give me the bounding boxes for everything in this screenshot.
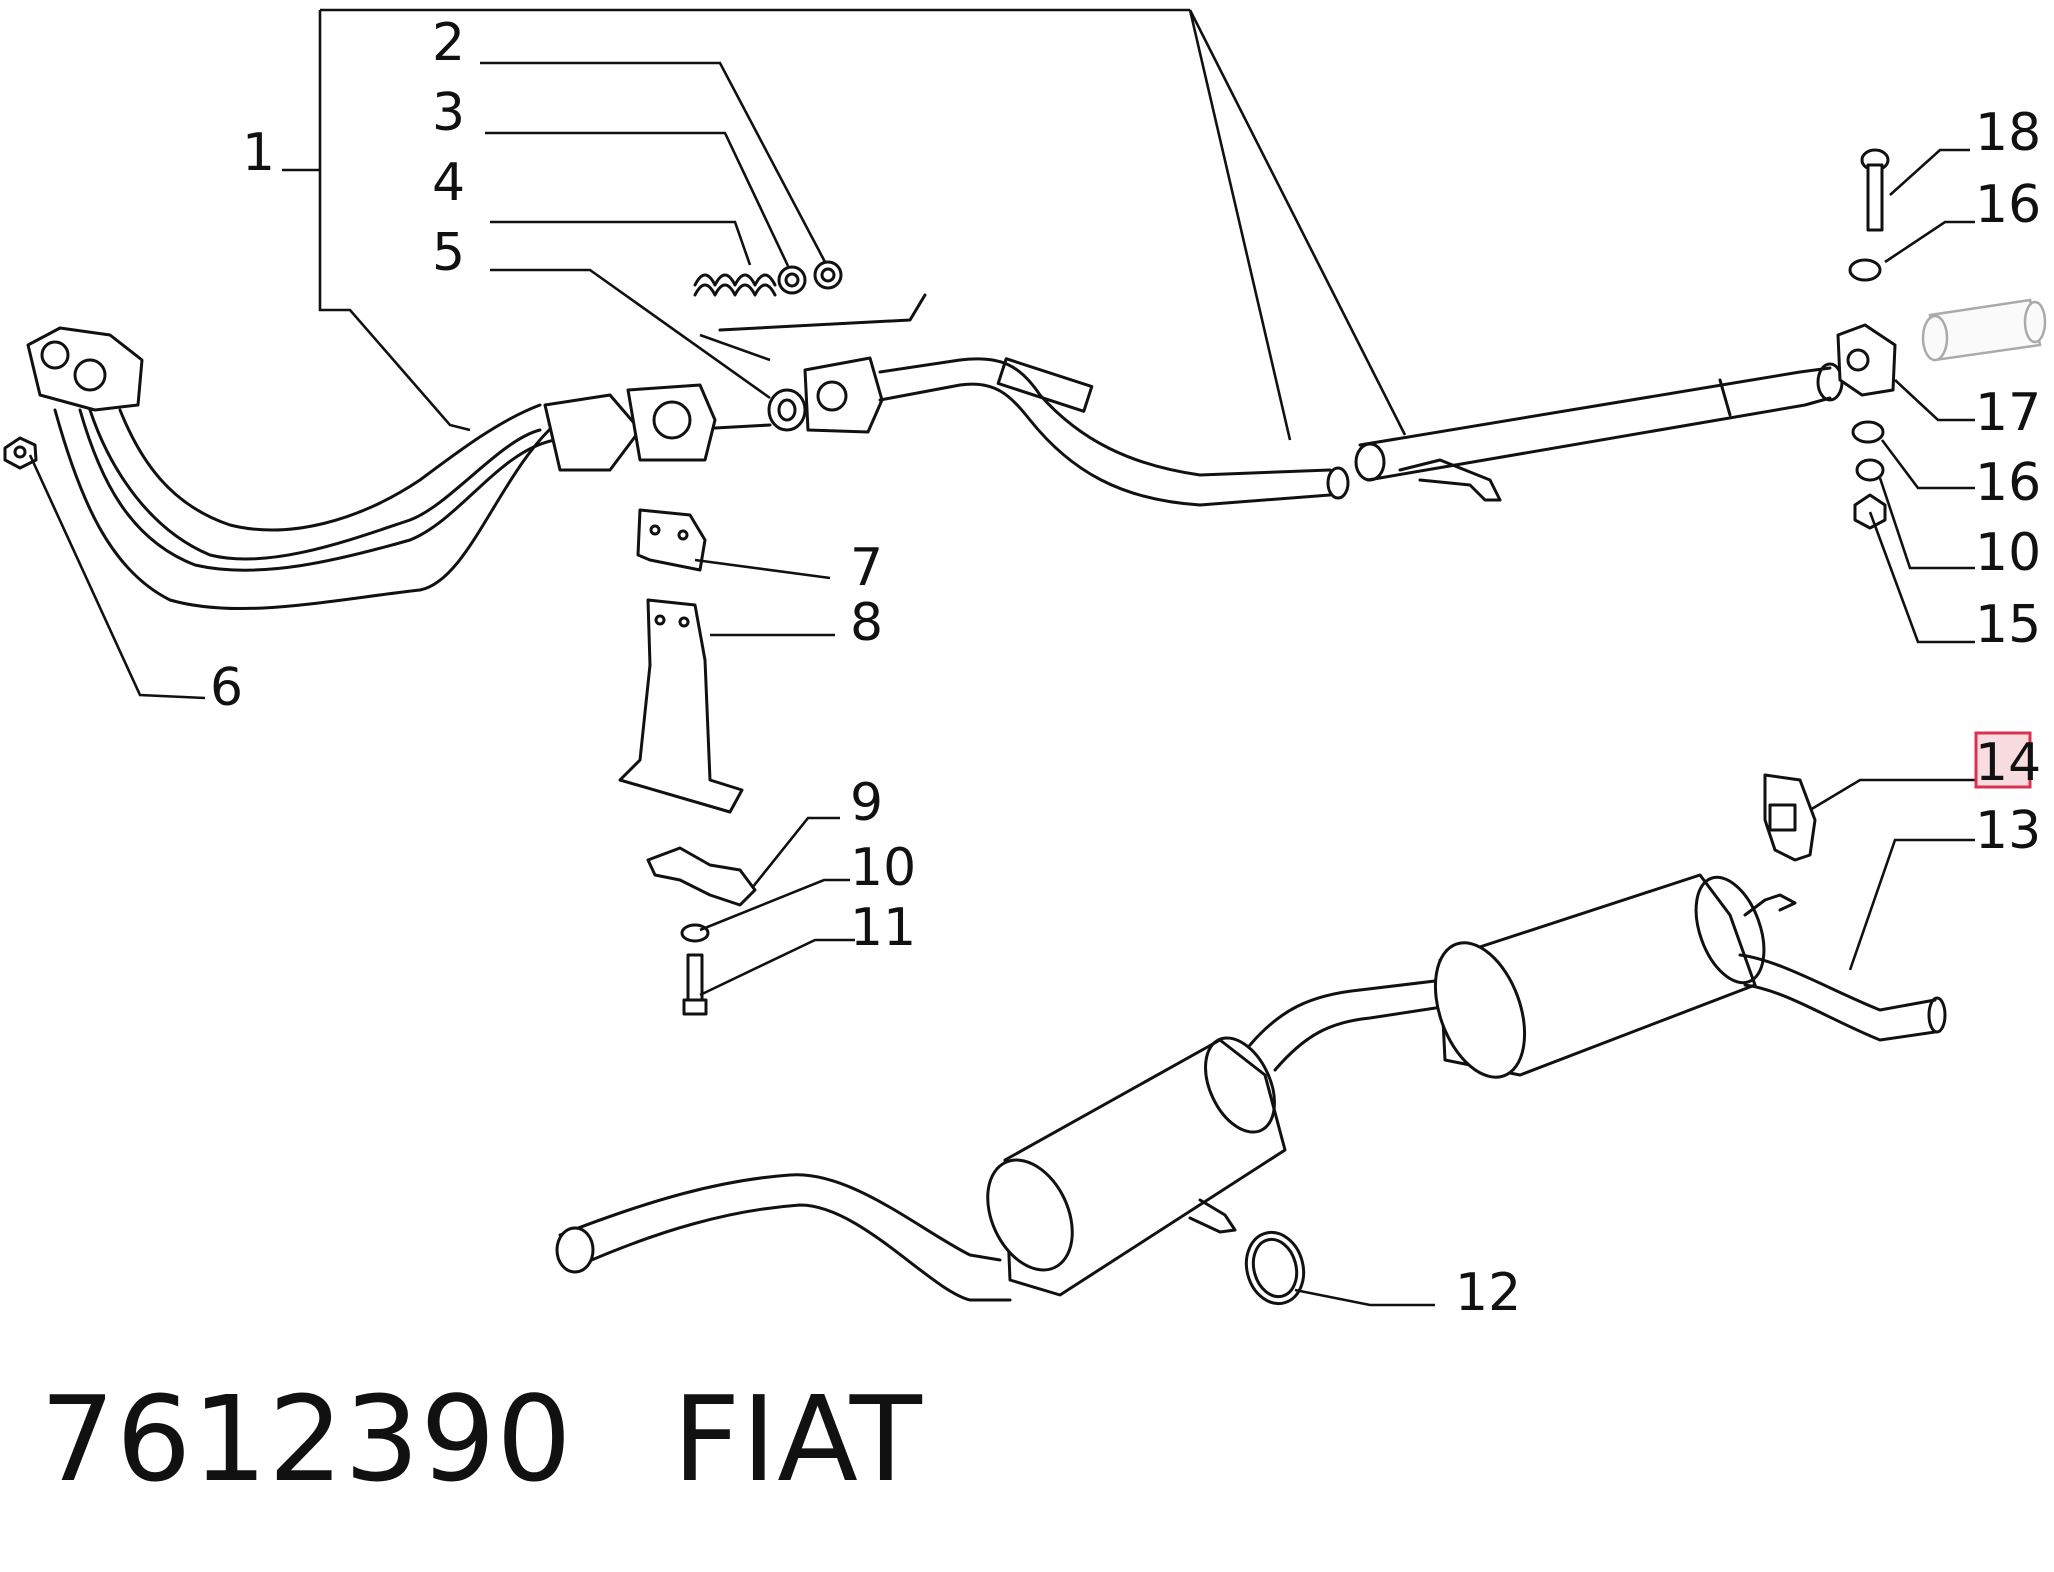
callout-5: 5	[432, 223, 465, 283]
bolt-18	[1860, 148, 1890, 232]
bracket-8	[618, 598, 744, 814]
middle-pipe	[803, 356, 1844, 507]
callout-6: 6	[210, 658, 243, 718]
callout-1: 1	[242, 123, 275, 183]
flange-fasteners	[693, 260, 927, 432]
callout-13: 13	[1975, 801, 2041, 861]
callout-labels: 1 2 3 4 5 6 7 8 9 10 11 12 13 14 15 16 1…	[210, 13, 2041, 1323]
callout-10-left: 10	[850, 838, 916, 898]
callout-11: 11	[850, 898, 916, 958]
nut-15	[1853, 493, 1887, 530]
callout-7: 7	[850, 538, 883, 598]
callout-16-top: 16	[1975, 175, 2041, 235]
nut-6	[3, 436, 38, 470]
callout-14: 14	[1975, 733, 2041, 793]
callout-9: 9	[850, 773, 883, 833]
rear-exhaust-assembly	[555, 873, 1947, 1302]
front-downpipe	[26, 326, 772, 611]
callout-10-right: 10	[1975, 523, 2041, 583]
leader-lines	[28, 8, 1975, 1307]
bracket-7	[636, 508, 707, 572]
washer-16-bottom	[1851, 420, 1885, 444]
callout-15: 15	[1975, 595, 2041, 655]
brand-name: FIAT	[672, 1370, 923, 1508]
tailpipe-tip-ghost	[1921, 298, 2047, 362]
callout-4: 4	[432, 153, 465, 213]
gasket-12	[1244, 1230, 1306, 1306]
clamp-17	[1836, 323, 1897, 397]
callout-3: 3	[432, 83, 465, 143]
clamp-9	[646, 846, 757, 907]
highlight-box-14	[1974, 731, 2032, 789]
callout-16-bottom: 16	[1975, 453, 2041, 513]
callout-2: 2	[432, 13, 465, 73]
bolt-11	[682, 953, 708, 1016]
part-caption: 7612390 FIAT	[40, 1370, 923, 1508]
washer-16-top	[1848, 258, 1882, 282]
callout-12: 12	[1455, 1263, 1521, 1323]
rubber-hanger-14	[1763, 773, 1817, 862]
washer-10-right	[1855, 458, 1885, 482]
callout-18: 18	[1975, 103, 2041, 163]
callout-17: 17	[1975, 383, 2041, 443]
part-number: 7612390	[40, 1370, 573, 1508]
callout-8: 8	[850, 593, 883, 653]
